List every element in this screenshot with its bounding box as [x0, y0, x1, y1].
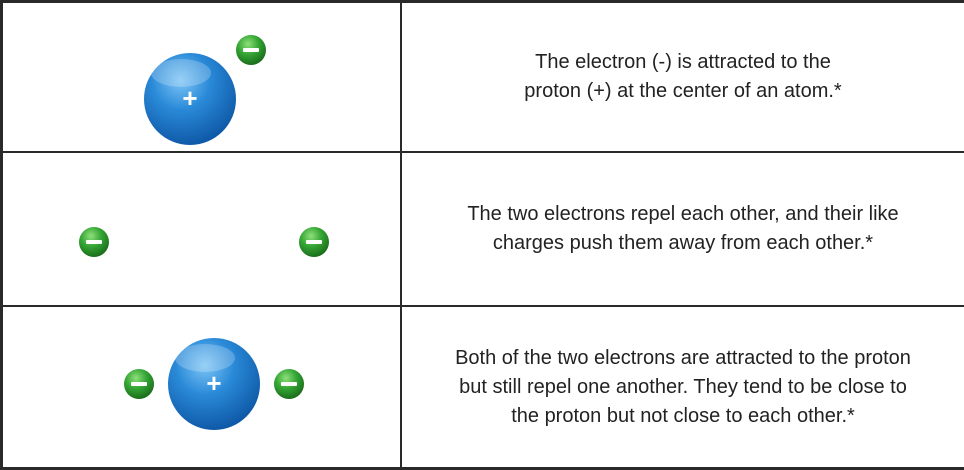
electron-minus-symbol [86, 240, 102, 244]
proton-particle: + [144, 53, 236, 145]
description-line: The electron (-) is attracted to the [535, 51, 831, 73]
electron-particle-left [79, 227, 109, 257]
electron-minus-symbol [281, 382, 297, 386]
electron-minus-symbol [243, 48, 259, 52]
description-attraction: The electron (-) is attracted to the pro… [402, 3, 964, 153]
illustration-repulsion [3, 153, 402, 307]
illustration-combined: + [3, 307, 402, 467]
illustration-attraction: + [3, 3, 402, 153]
proton-particle: + [168, 338, 260, 430]
combined-diagram: + [124, 338, 304, 430]
description-repulsion: The two electrons repel each other, and … [402, 153, 964, 307]
electron-particle [236, 35, 266, 65]
repulsion-diagram [79, 227, 329, 257]
description-line: The two electrons repel each other, and … [467, 203, 899, 225]
proton-plus-symbol: + [206, 368, 221, 398]
description-line: the proton but not close to each other.* [511, 404, 855, 427]
description-line: but still repel one another. They tend t… [459, 375, 907, 398]
electron-particle-right [274, 369, 304, 399]
description-line: charges push them away from each other.* [492, 232, 874, 254]
description-line: proton (+) at the center of an atom.* [524, 80, 842, 102]
electron-particle-left [124, 369, 154, 399]
electron-minus-symbol [131, 382, 147, 386]
electron-particle-right [299, 227, 329, 257]
electron-minus-symbol [306, 240, 322, 244]
description-line: Both of the two electrons are attracted … [455, 346, 911, 369]
description-combined: Both of the two electrons are attracted … [402, 307, 964, 467]
proton-plus-symbol: + [182, 83, 197, 113]
attraction-diagram: + [144, 35, 266, 145]
